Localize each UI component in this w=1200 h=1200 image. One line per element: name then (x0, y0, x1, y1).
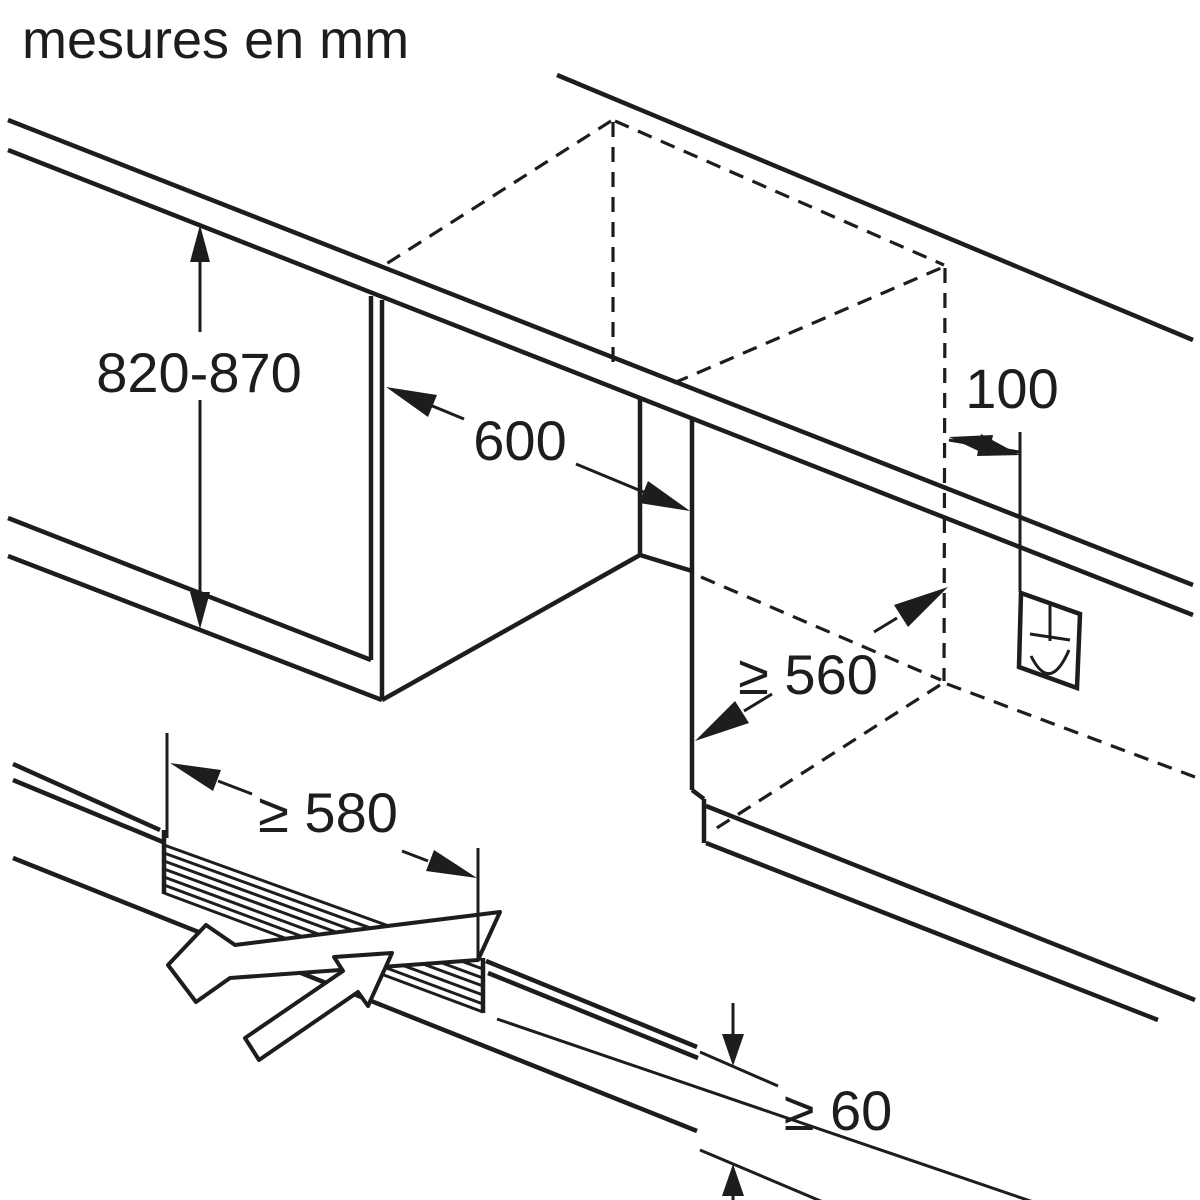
left-cabinet-panel (7, 296, 385, 703)
niche-width-label: 600 (473, 409, 566, 472)
plinth-insert-arrow (243, 951, 394, 1062)
appliance-dashed-outline (382, 119, 1196, 835)
dimension-plinth-clearance: ≥ 60 (699, 1003, 893, 1200)
dimension-niche-height: 820-870 (96, 225, 302, 629)
dimension-niche-depth: ≥ 560 (695, 587, 948, 741)
plinth-cutout-width-label: ≥ 580 (258, 781, 398, 844)
page-title: mesures en mm (22, 10, 409, 70)
countertop-lines (7, 72, 1194, 618)
niche-height-label: 820-870 (96, 341, 302, 404)
niche-depth-label: ≥ 560 (738, 643, 878, 706)
dimension-niche-width: 600 (386, 387, 690, 511)
plinth-clearance-label: ≥ 60 (784, 1079, 893, 1142)
electrical-socket-icon (1016, 432, 1083, 692)
dimension-plinth-cutout-width: ≥ 580 (165, 733, 480, 958)
right-cabinet-panel (689, 419, 1196, 1023)
dimension-socket-offset: 100 (948, 357, 1059, 456)
socket-offset-label: 100 (965, 357, 1058, 420)
niche-outline (380, 398, 693, 702)
